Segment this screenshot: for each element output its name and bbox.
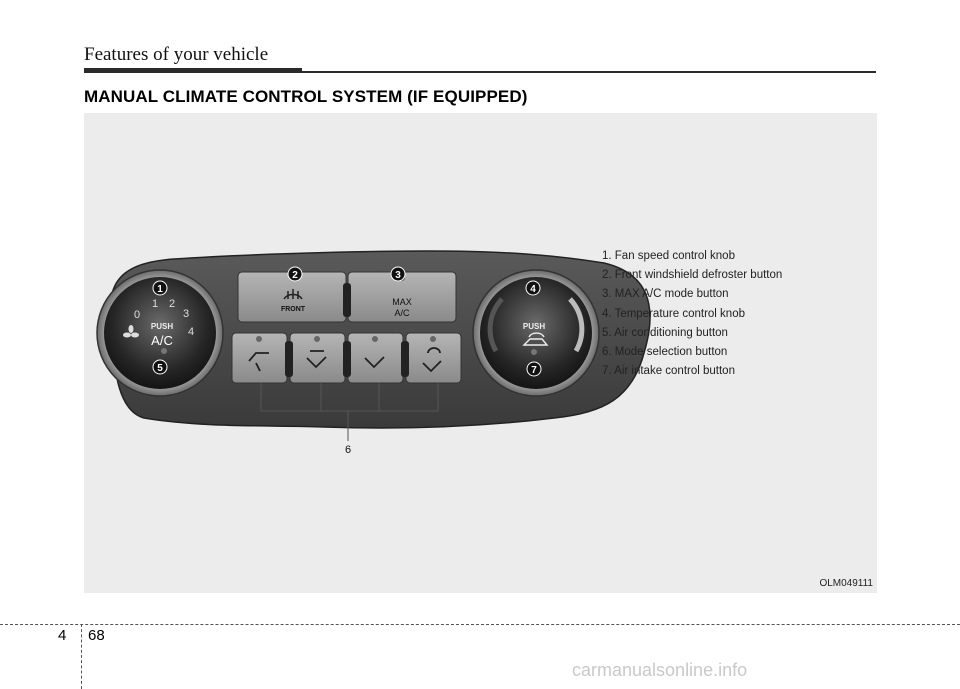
page-number: 68: [88, 627, 105, 644]
face-vent-icon: [248, 352, 269, 372]
max-label: MAX: [392, 297, 412, 307]
callout-4: 4: [530, 284, 536, 295]
callout-3: 3: [395, 270, 401, 281]
max-ac-label: A/C: [394, 308, 410, 318]
header-rule: [84, 71, 876, 73]
legend-item: 4. Temperature control knob: [602, 307, 745, 320]
temp-push-label: PUSH: [523, 322, 545, 331]
legend-item: 3. MAX A/C mode button: [602, 288, 729, 301]
fan-speed-label-0: 0: [134, 309, 140, 321]
legend-item: 6. Mode selection button: [602, 345, 728, 358]
figure-code: OLM049111: [819, 578, 873, 589]
mode-button-bilevel[interactable]: [289, 332, 346, 384]
header-title: Features of your vehicle: [84, 44, 269, 65]
defroster-icon: [283, 289, 303, 300]
callout-5: 5: [157, 363, 163, 374]
intake-indicator-led: [531, 349, 537, 355]
legend-item: 2. Front windshield defroster button: [602, 269, 783, 282]
footer-vertical-divider: [81, 624, 82, 689]
mode-button-floor-defrost[interactable]: [405, 332, 462, 384]
section-title: MANUAL CLIMATE CONTROL SYSTEM (IF EQUIPP…: [84, 87, 528, 106]
bi-level-icon: [306, 350, 327, 369]
callout-2: 2: [292, 270, 298, 281]
climate-panel-illustration: 0 1 2 3 4 PUSH A/C PUSH: [96, 250, 651, 456]
fan-speed-label-1: 1: [152, 298, 158, 310]
fan-push-label: PUSH: [151, 322, 173, 331]
mode-bracket: [260, 383, 439, 441]
ac-indicator-led: [161, 348, 167, 354]
fan-icon: [123, 325, 139, 338]
floor-defrost-icon: [422, 347, 442, 373]
legend-item: 7. Air intake control button: [602, 365, 735, 378]
chapter-number: 4: [58, 627, 67, 644]
fan-speed-label-4: 4: [188, 326, 194, 338]
callout-7: 7: [531, 365, 537, 376]
mode-button-face[interactable]: [231, 332, 288, 384]
footer-divider: [0, 624, 960, 625]
ac-label: A/C: [151, 333, 173, 348]
watermark: carmanualsonline.info: [572, 660, 748, 680]
callout-6: 6: [345, 444, 351, 456]
temperature-knob[interactable]: PUSH: [472, 269, 600, 397]
fan-speed-label-3: 3: [183, 308, 189, 320]
legend-item: 1. Fan speed control knob: [602, 250, 735, 262]
legend-item: 5. Air conditioning button: [602, 326, 728, 339]
fan-speed-label-2: 2: [169, 298, 175, 310]
legend-list: 1. Fan speed control knob 2. Front winds…: [602, 247, 782, 381]
front-label: FRONT: [281, 306, 306, 313]
floor-icon: [364, 356, 385, 369]
callout-1: 1: [157, 284, 163, 295]
header-rule-thick: [84, 68, 302, 73]
fan-speed-knob[interactable]: 0 1 2 3 4 PUSH A/C: [96, 269, 224, 397]
climate-figure: 0 1 2 3 4 PUSH A/C PUSH: [84, 113, 877, 593]
recirculation-car-icon: [522, 332, 549, 346]
mode-button-floor[interactable]: [347, 332, 404, 384]
